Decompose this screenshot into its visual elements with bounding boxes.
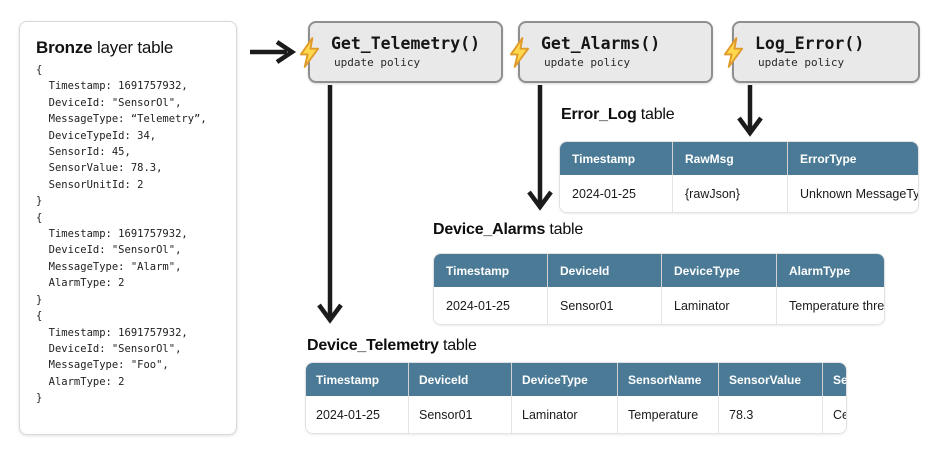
column-header: ErrorType (787, 142, 918, 175)
column-header: Timestamp (306, 363, 409, 396)
table-cell: Laminator (661, 287, 777, 324)
bronze-table-card: Bronze layer table { Timestamp: 16917579… (19, 21, 237, 435)
arrow-alarms-policy-to-table (527, 85, 553, 211)
arrow-error-policy-to-table (737, 85, 763, 137)
table-cell: 2024-01-25 (306, 396, 409, 433)
lightning-icon (721, 36, 746, 69)
policy-text: Get_Telemetry() update policy (310, 23, 501, 70)
policy-subtitle: update policy (334, 56, 421, 69)
error-log-title: Error_Log table (561, 105, 675, 125)
policy-box-log-error: Log_Error() update policy (723, 21, 920, 83)
table-cell: 78.3 (718, 396, 823, 433)
table-cell: Celcius (822, 396, 846, 433)
policy-subtitle: update policy (758, 56, 845, 69)
column-header: SensorUnit (822, 363, 846, 396)
table-cell: Temperature threshold breach (776, 287, 884, 324)
column-header: DeviceType (511, 363, 618, 396)
table-header-row: Timestamp DeviceId DeviceType AlarmType (434, 254, 884, 287)
table-cell: {rawJson} (672, 175, 788, 212)
table-cell: Temperature (617, 396, 719, 433)
device-alarms-title-rest: table (545, 221, 584, 238)
column-header: DeviceType (661, 254, 777, 287)
column-header: SensorName (617, 363, 719, 396)
device-telemetry-title: Device_Telemetry table (307, 336, 477, 356)
lightning-icon (297, 36, 322, 69)
table-row: 2024-01-25 {rawJson} Unknown MessageType… (560, 175, 918, 212)
column-header: DeviceId (547, 254, 662, 287)
policy-text: Log_Error() update policy (734, 23, 918, 70)
arrow-bronze-to-policy (250, 40, 297, 64)
policy-box-get-alarms: Get_Alarms() update policy (509, 21, 713, 83)
table-cell: Sensor01 (408, 396, 512, 433)
bronze-title-strong: Bronze (36, 38, 93, 57)
policy-name: Get_Telemetry() (331, 34, 481, 53)
policy-name: Get_Alarms() (541, 34, 661, 53)
policy-text: Get_Alarms() update policy (520, 23, 711, 70)
device-alarms-title: Device_Alarms table (433, 220, 583, 240)
bronze-title: Bronze layer table (36, 37, 236, 58)
device-telemetry-table: Timestamp DeviceId DeviceType SensorName… (306, 363, 846, 433)
table-header-row: Timestamp RawMsg ErrorType (560, 142, 918, 175)
device-telemetry-title-rest: table (438, 337, 477, 354)
policy-subtitle: update policy (544, 56, 631, 69)
column-header: Timestamp (560, 142, 673, 175)
table-cell: Sensor01 (547, 287, 662, 324)
error-log-table: Timestamp RawMsg ErrorType 2024-01-25 {r… (560, 142, 918, 212)
device-alarms-title-strong: Device_Alarms (433, 221, 546, 238)
arrow-telemetry-policy-to-table (317, 85, 343, 324)
device-telemetry-title-strong: Device_Telemetry (307, 337, 439, 354)
bronze-json-content: { Timestamp: 1691757932, DeviceId: "Sens… (36, 64, 207, 405)
column-header: Timestamp (434, 254, 548, 287)
lightning-icon (507, 36, 532, 69)
table-row: 2024-01-25 Sensor01 Laminator Temperatur… (434, 287, 884, 324)
table-cell: 2024-01-25 (560, 175, 673, 212)
bronze-title-rest: layer table (92, 38, 174, 57)
table-row: 2024-01-25 Sensor01 Laminator Temperatur… (306, 396, 846, 433)
policy-name: Log_Error() (755, 34, 865, 53)
table-cell: Unknown MessageType: “Foo” (787, 175, 918, 212)
device-alarms-table: Timestamp DeviceId DeviceType AlarmType … (434, 254, 884, 324)
table-cell: Laminator (511, 396, 618, 433)
column-header: AlarmType (776, 254, 884, 287)
error-log-title-rest: table (636, 106, 675, 123)
column-header: DeviceId (408, 363, 512, 396)
error-log-title-strong: Error_Log (561, 106, 637, 123)
column-header: SensorValue (718, 363, 823, 396)
table-cell: 2024-01-25 (434, 287, 548, 324)
policy-box-get-telemetry: Get_Telemetry() update policy (299, 21, 503, 83)
column-header: RawMsg (672, 142, 788, 175)
table-header-row: Timestamp DeviceId DeviceType SensorName… (306, 363, 846, 396)
